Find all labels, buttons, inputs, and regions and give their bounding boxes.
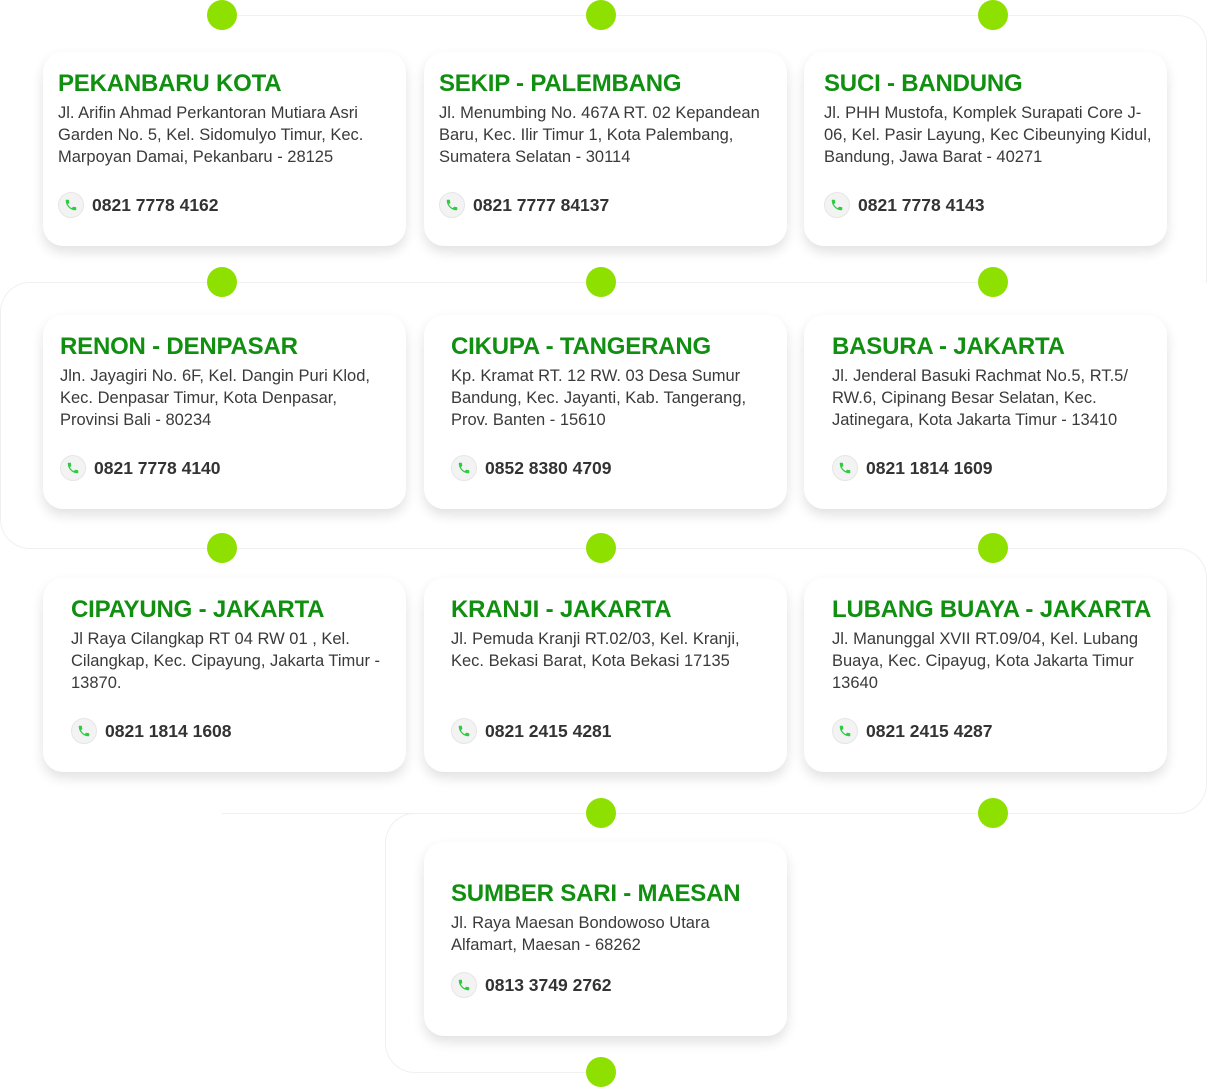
branch-address: Jl. Pemuda Kranji RT.02/03, Kel. Kranji,… (451, 630, 740, 670)
branch-name: CIPAYUNG - JAKARTA (71, 596, 325, 623)
branch-name: SUMBER SARI - MAESAN (451, 880, 741, 907)
phone-number[interactable]: 0821 2415 4281 (485, 720, 612, 741)
phone-icon (71, 718, 97, 744)
phone-number[interactable]: 0813 3749 2762 (485, 974, 612, 995)
phone-number[interactable]: 0852 8380 4709 (485, 457, 612, 478)
branch-phone[interactable]: 0821 2415 4287 (832, 718, 1153, 744)
timeline-dot (586, 267, 616, 297)
branch-card: LUBANG BUAYA - JAKARTA Jl. Manunggal XVI… (804, 578, 1167, 772)
branch-name: PEKANBARU KOTA (58, 70, 282, 97)
branch-phone[interactable]: 0821 2415 4281 (451, 718, 773, 744)
phone-number[interactable]: 0821 2415 4287 (866, 720, 993, 741)
phone-icon (439, 192, 465, 218)
timeline-dot (978, 267, 1008, 297)
phone-icon (451, 972, 477, 998)
branch-name: BASURA - JAKARTA (832, 333, 1065, 360)
branch-phone[interactable]: 0821 1814 1608 (71, 718, 392, 744)
branch-card: SUMBER SARI - MAESAN Jl. Raya Maesan Bon… (424, 842, 787, 1036)
timeline-dot (207, 533, 237, 563)
branch-address: Jl. Menumbing No. 467A RT. 02 Kepandean … (439, 104, 760, 166)
branch-address: Jl Raya Cilangkap RT 04 RW 01 , Kel. Cil… (71, 630, 381, 692)
branch-card: SEKIP - PALEMBANG Jl. Menumbing No. 467A… (424, 52, 787, 246)
timeline-dot (586, 533, 616, 563)
branch-address: Kp. Kramat RT. 12 RW. 03 Desa Sumur Band… (451, 367, 747, 429)
branch-address: Jl. Manunggal XVII RT.09/04, Kel. Lubang… (832, 630, 1139, 692)
timeline-path (385, 813, 601, 1073)
phone-number[interactable]: 0821 7778 4162 (92, 194, 219, 215)
branch-name: SUCI - BANDUNG (824, 70, 1023, 97)
branch-card: RENON - DENPASAR Jln. Jayagiri No. 6F, K… (43, 315, 406, 509)
branch-card: BASURA - JAKARTA Jl. Jenderal Basuki Rac… (804, 315, 1167, 509)
branch-name: RENON - DENPASAR (60, 333, 298, 360)
branch-phone[interactable]: 0821 7777 84137 (439, 192, 773, 218)
phone-icon (60, 455, 86, 481)
branch-name: CIKUPA - TANGERANG (451, 333, 711, 360)
branch-address: Jl. Raya Maesan Bondowoso Utara Alfamart… (451, 914, 710, 954)
phone-icon (451, 718, 477, 744)
timeline-dot (978, 798, 1008, 828)
branch-card: PEKANBARU KOTA Jl. Arifin Ahmad Perkanto… (43, 52, 406, 246)
branch-name: LUBANG BUAYA - JAKARTA (832, 596, 1152, 623)
branch-card: CIPAYUNG - JAKARTA Jl Raya Cilangkap RT … (43, 578, 406, 772)
branch-phone[interactable]: 0813 3749 2762 (451, 972, 773, 998)
timeline-dot (586, 798, 616, 828)
phone-number[interactable]: 0821 7778 4140 (94, 457, 221, 478)
branch-address: Jln. Jayagiri No. 6F, Kel. Dangin Puri K… (60, 367, 370, 429)
branch-card: CIKUPA - TANGERANG Kp. Kramat RT. 12 RW.… (424, 315, 787, 509)
timeline-dot (207, 267, 237, 297)
branch-phone[interactable]: 0821 7778 4162 (58, 192, 392, 218)
branch-card: SUCI - BANDUNG Jl. PHH Mustofa, Komplek … (804, 52, 1167, 246)
timeline-dot (207, 0, 237, 30)
branch-phone[interactable]: 0821 1814 1609 (832, 455, 1153, 481)
branch-address: Jl. Jenderal Basuki Rachmat No.5, RT.5/ … (832, 367, 1128, 429)
branch-address: Jl. Arifin Ahmad Perkantoran Mutiara Asr… (58, 104, 364, 166)
branch-address: Jl. PHH Mustofa, Komplek Surapati Core J… (824, 104, 1152, 166)
branch-phone[interactable]: 0821 7778 4140 (60, 455, 392, 481)
phone-icon (451, 455, 477, 481)
branch-card: KRANJI - JAKARTA Jl. Pemuda Kranji RT.02… (424, 578, 787, 772)
phone-number[interactable]: 0821 1814 1608 (105, 720, 232, 741)
branch-name: KRANJI - JAKARTA (451, 596, 672, 623)
branch-name: SEKIP - PALEMBANG (439, 70, 682, 97)
phone-number[interactable]: 0821 1814 1609 (866, 457, 993, 478)
timeline-dot (978, 533, 1008, 563)
phone-icon (824, 192, 850, 218)
timeline-dot (586, 1057, 616, 1087)
phone-icon (832, 718, 858, 744)
phone-number[interactable]: 0821 7778 4143 (858, 194, 985, 215)
phone-icon (832, 455, 858, 481)
branch-phone[interactable]: 0821 7778 4143 (824, 192, 1153, 218)
phone-number[interactable]: 0821 7777 84137 (473, 194, 610, 215)
branch-phone[interactable]: 0852 8380 4709 (451, 455, 773, 481)
timeline-dot (586, 0, 616, 30)
phone-icon (58, 192, 84, 218)
timeline-dot (978, 0, 1008, 30)
